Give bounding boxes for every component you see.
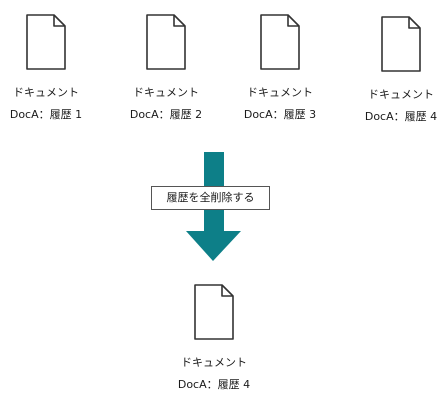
document-icon [26,14,66,70]
document-version: DocA：履歴 1 [9,108,83,121]
document-item-history-3: ドキュメント DocA：履歴 3 [220,14,340,121]
document-item-history-1: ドキュメント DocA：履歴 1 [0,14,106,121]
document-name: ドキュメント [181,356,247,369]
document-version: DocA：履歴 4 [177,378,251,391]
result-document-item: ドキュメント DocA：履歴 4 [154,284,274,391]
document-icon [381,16,421,72]
document-icon [194,284,234,340]
document-version: DocA：履歴 3 [243,108,317,121]
document-name: ドキュメント [368,88,434,101]
document-version: DocA：履歴 2 [129,108,203,121]
document-name: ドキュメント [13,86,79,99]
document-name: ドキュメント [133,86,199,99]
document-name: ドキュメント [247,86,313,99]
delete-all-history-label: 履歴を全削除する [151,186,270,210]
document-icon [260,14,300,70]
document-item-history-4: ドキュメント DocA：履歴 4 [341,16,446,123]
document-icon [146,14,186,70]
document-item-history-2: ドキュメント DocA：履歴 2 [106,14,226,121]
document-version: DocA：履歴 4 [364,110,438,123]
